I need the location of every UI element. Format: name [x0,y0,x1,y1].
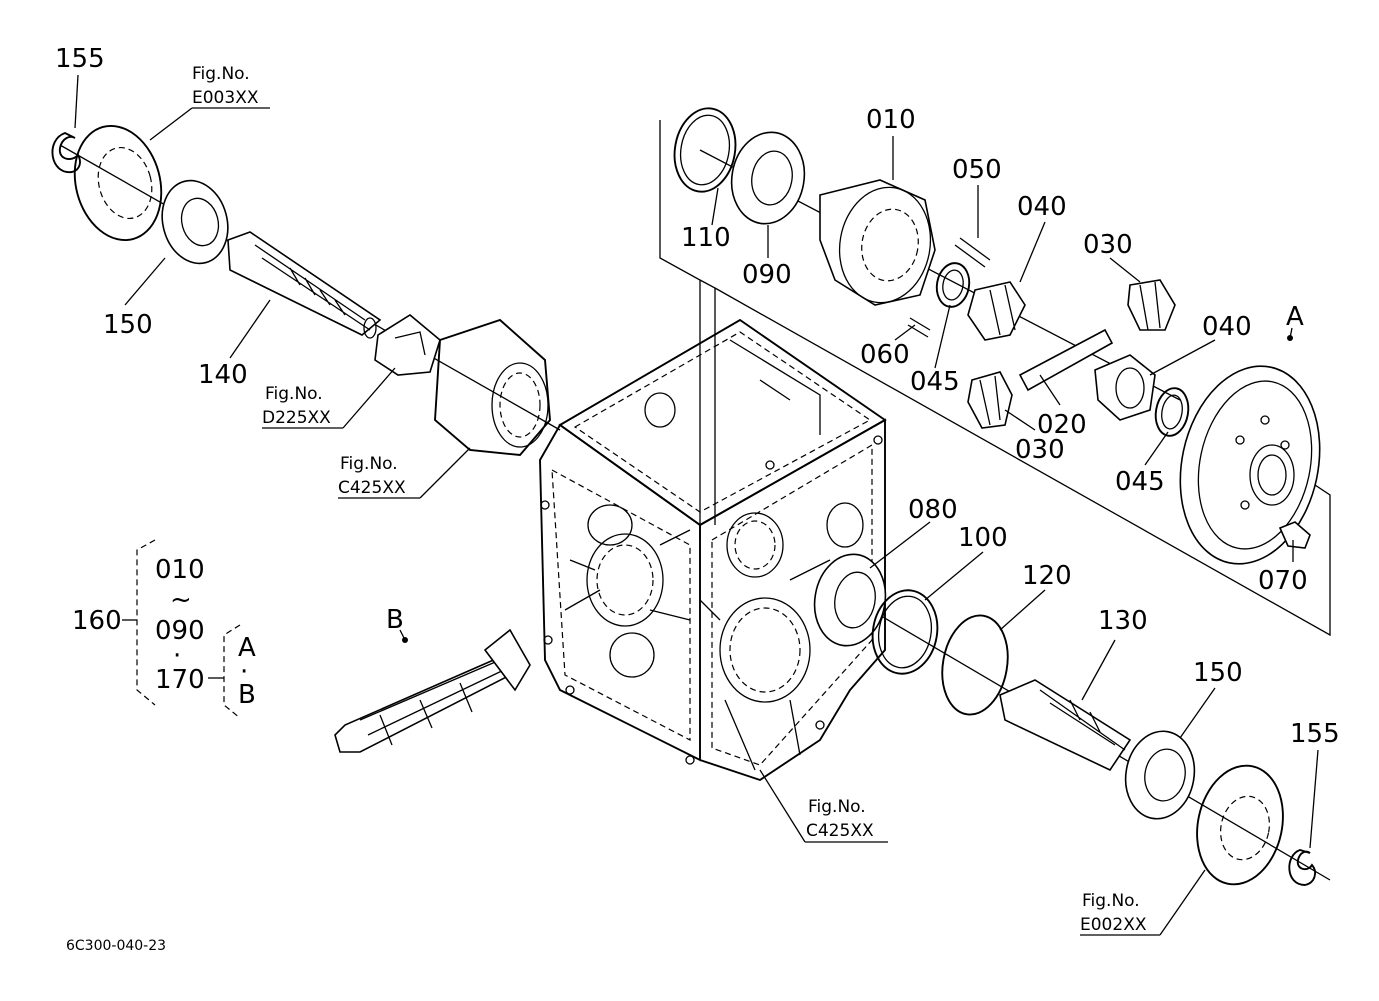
assembly-main-number: 160 [72,606,122,636]
part-label-140: 140 [198,360,248,390]
fig-ref-e002-label: Fig.No. [1082,891,1140,911]
part-label-020: 020 [1037,410,1087,440]
part-label-010: 010 [866,105,916,135]
assembly-bracket [122,539,241,719]
part-labels: 155 150 140 110 090 010 050 040 030 060 … [55,44,1340,749]
fig-ref-e002-code: E002XX [1080,915,1147,935]
part-label-090-top: 090 [742,260,792,290]
part-label-060: 060 [860,340,910,370]
part-label-110: 110 [681,223,731,253]
part-label-040-right: 040 [1202,312,1252,342]
fig-ref-c425-lower-code: C425XX [806,821,874,841]
part-label-045-left: 045 [910,367,960,397]
assembly-sub-b: B [238,680,256,710]
fig-ref-c425-upper-label: Fig.No. [340,454,398,474]
fig-ref-e003-label: Fig.No. [192,64,250,84]
part-label-155-top: 155 [55,44,105,74]
pinion-shaft-b [334,628,531,753]
part-label-150-top: 150 [103,310,153,340]
fig-ref-c425-upper-code: C425XX [338,478,406,498]
drawing-code: 6C300-040-23 [66,938,166,954]
assembly-sub-a: A [238,633,256,663]
fig-ref-d225-code: D225XX [262,408,331,428]
assembly-note: 160 010 ~ 090 · 170 A · B [72,555,256,710]
assembly-extra-number: 170 [155,665,205,695]
part-label-080: 080 [908,495,958,525]
part-label-070: 070 [1258,566,1308,596]
right-shaft-group [813,553,1331,886]
leader-lines [74,74,1319,936]
assembly-range-tilde: ~ [170,585,192,615]
part-label-030-top: 030 [1083,230,1133,260]
part-label-100: 100 [958,523,1008,553]
fig-ref-e003-code: E003XX [192,88,259,108]
part-label-130: 130 [1098,606,1148,636]
part-label-040-top: 040 [1017,192,1067,222]
assembly-range-dot: · [173,641,181,671]
transmission-case [539,318,887,782]
part-label-030-bottom: 030 [1015,435,1065,465]
assembly-range-start: 010 [155,555,205,585]
assembly-sub-dot: · [240,657,248,687]
part-label-150-bottom: 150 [1193,658,1243,688]
differential-parts [673,107,1321,565]
figure-references: Fig.No. E003XX Fig.No. D225XX Fig.No. C4… [192,64,1147,935]
part-label-a: A [1286,302,1304,332]
left-shaft-group [51,124,561,456]
part-label-045-right: 045 [1115,467,1165,497]
fig-ref-c425-lower-label: Fig.No. [808,797,866,817]
assembly-range-end: 090 [155,616,205,646]
part-label-050: 050 [952,155,1002,185]
part-label-b: B [386,605,404,635]
fig-ref-d225-label: Fig.No. [265,384,323,404]
part-label-155-bottom: 155 [1290,719,1340,749]
part-label-120: 120 [1022,561,1072,591]
